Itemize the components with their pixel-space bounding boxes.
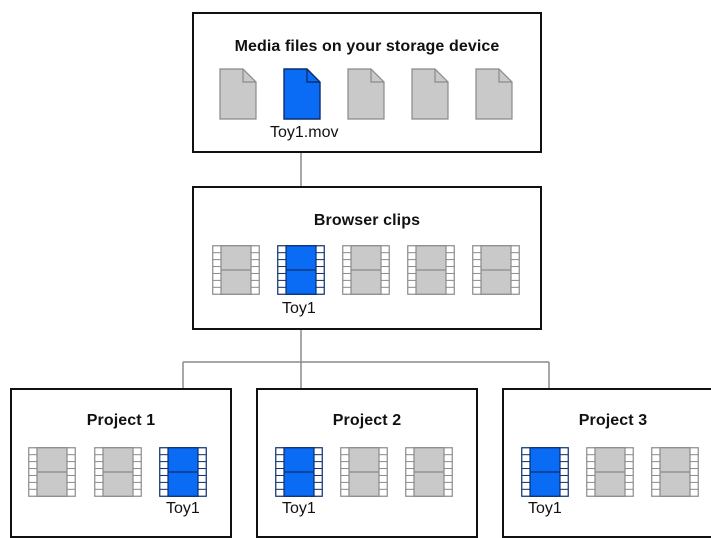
document-icon — [347, 68, 385, 120]
filmstrip-icon — [277, 245, 325, 295]
filmstrip-icon — [651, 447, 699, 497]
filmstrip-icon — [586, 447, 634, 497]
filmstrip-icon — [159, 447, 207, 497]
document-icon — [219, 68, 257, 120]
clip-label-toy1: Toy1 — [282, 500, 316, 517]
filmstrip-icon — [275, 447, 323, 497]
filmstrip-icon — [340, 447, 388, 497]
document-icon — [411, 68, 449, 120]
filmstrip-icon — [405, 447, 453, 497]
filmstrip-icon — [28, 447, 76, 497]
clip-label-toy1: Toy1 — [282, 300, 316, 317]
filmstrip-icon — [521, 447, 569, 497]
project-2-title: Project 2 — [332, 412, 402, 429]
document-icon — [475, 68, 513, 120]
file-label-toy1-mov: Toy1.mov — [270, 124, 339, 141]
browser-clips-title: Browser clips — [313, 212, 421, 229]
project-3-title: Project 3 — [578, 412, 648, 429]
filmstrip-icon — [407, 245, 455, 295]
filmstrip-icon — [472, 245, 520, 295]
filmstrip-icon — [212, 245, 260, 295]
filmstrip-icon — [342, 245, 390, 295]
clip-label-toy1: Toy1 — [166, 500, 200, 517]
filmstrip-icon — [94, 447, 142, 497]
document-icon — [283, 68, 321, 120]
media-files-title: Media files on your storage device — [234, 38, 500, 55]
project-3-box: Project 3 Toy1 — [502, 388, 711, 538]
media-files-box: Media files on your storage device Toy1.… — [192, 12, 542, 153]
project-1-box: Project 1 Toy1 — [10, 388, 232, 538]
project-2-box: Project 2 Toy1 — [256, 388, 478, 538]
browser-clips-box: Browser clips Toy1 — [192, 186, 542, 330]
project-1-title: Project 1 — [86, 412, 156, 429]
clip-label-toy1: Toy1 — [528, 500, 562, 517]
